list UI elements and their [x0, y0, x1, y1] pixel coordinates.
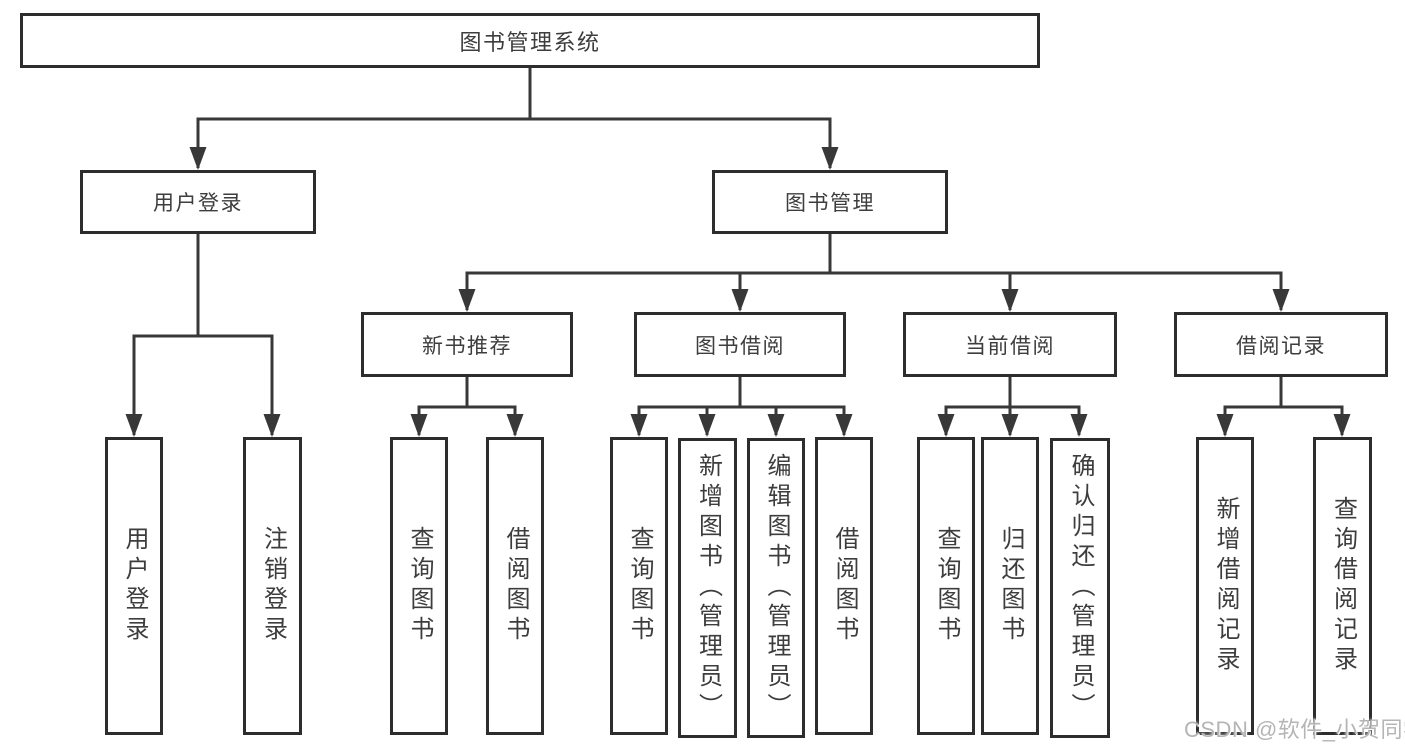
watermark: CSDN @软件_小贺同学	[1184, 717, 1405, 742]
leaf-user-login: 用户登录	[105, 437, 163, 735]
node-book-borrowing-label: 图书借阅	[695, 334, 785, 358]
node-book-management-branch-label: 图书管理	[785, 192, 875, 215]
leaf-user-login-label: 用户登录	[121, 526, 148, 646]
node-root-system-label: 图书管理系统	[459, 29, 601, 55]
leaf-recommend-query-books: 查询图书	[390, 437, 448, 735]
leaf-recommend-query-books-label: 查询图书	[406, 526, 433, 646]
node-root-system: 图书管理系统	[20, 13, 1040, 68]
leaf-logout-label: 注销登录	[259, 526, 287, 646]
leaf-current-confirm-return-admin-label: 确认归还（管理员）	[1067, 453, 1094, 723]
node-book-management-branch: 图书管理	[712, 170, 948, 234]
leaf-current-return-books: 归还图书	[981, 437, 1039, 735]
node-user-login-branch: 用户登录	[80, 170, 316, 234]
leaf-records-add-record: 新增借阅记录	[1196, 437, 1254, 735]
leaf-records-query-record: 查询借阅记录	[1313, 437, 1372, 735]
leaf-logout: 注销登录	[243, 437, 302, 735]
leaf-recommend-borrow-books-label: 借阅图书	[502, 526, 529, 646]
leaf-current-return-books-label: 归还图书	[997, 526, 1024, 646]
leaf-borrowing-edit-books-admin-label: 编辑图书（管理员）	[763, 453, 790, 723]
leaf-borrowing-edit-books-admin: 编辑图书（管理员）	[747, 438, 805, 738]
node-user-login-branch-label: 用户登录	[153, 192, 243, 215]
leaf-borrowing-add-books-admin: 新增图书（管理员）	[678, 438, 737, 738]
leaf-borrowing-query-books-label: 查询图书	[626, 526, 653, 646]
leaf-records-add-record-label: 新增借阅记录	[1212, 496, 1239, 676]
node-new-book-recommend: 新书推荐	[361, 312, 573, 377]
leaf-current-confirm-return-admin: 确认归还（管理员）	[1050, 438, 1110, 738]
node-new-book-recommend-label: 新书推荐	[422, 334, 512, 358]
leaf-current-query-books-label: 查询图书	[933, 526, 960, 646]
leaf-current-query-books: 查询图书	[917, 437, 975, 735]
leaf-borrowing-borrow-books: 借阅图书	[815, 437, 873, 735]
leaf-borrowing-add-books-admin-label: 新增图书（管理员）	[694, 453, 722, 723]
leaf-recommend-borrow-books: 借阅图书	[486, 437, 544, 735]
leaf-borrowing-query-books: 查询图书	[610, 437, 668, 735]
leaf-borrowing-borrow-books-label: 借阅图书	[831, 526, 858, 646]
node-borrowing-records-label: 借阅记录	[1236, 334, 1326, 358]
node-book-borrowing: 图书借阅	[634, 312, 846, 377]
arrowheads	[125, 147, 1351, 437]
node-current-borrowing: 当前借阅	[903, 312, 1117, 377]
node-current-borrowing-label: 当前借阅	[965, 334, 1055, 358]
leaf-records-query-record-label: 查询借阅记录	[1329, 496, 1357, 676]
node-borrowing-records: 借阅记录	[1174, 312, 1388, 377]
